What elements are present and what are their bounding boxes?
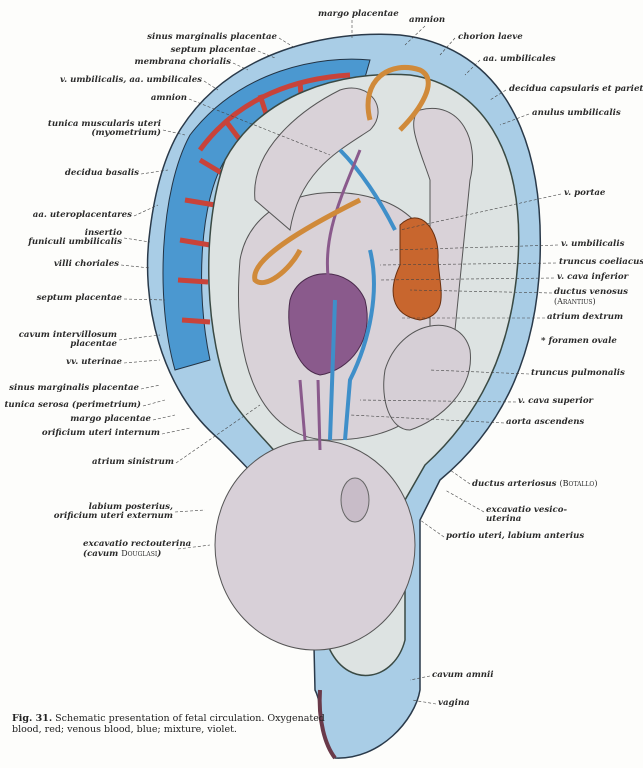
label-aorta-ascendens: aorta ascendens <box>506 417 585 427</box>
label-line-1: ductus arteriosus <box>472 479 557 489</box>
label-line-1: labium posterius, <box>88 502 173 512</box>
label-line-1: tunica muscularis uteri <box>47 119 161 129</box>
label-vagina: vagina <box>438 698 470 708</box>
label-v-cava-superior: v. cava superior <box>518 396 594 406</box>
label-line-1: excavatio rectouterina <box>83 539 192 549</box>
label-excavatio-vesicouterina: excavatio vesico-uterina <box>486 506 567 524</box>
label-orificium-uteri-internum: orificium uteri internum <box>41 428 160 438</box>
label-septum-placentae-2: septum placentae <box>36 293 122 303</box>
caption-text: Schematic presentation of fetal circulat… <box>12 713 325 735</box>
label-anulus-umbilicalis: anulus umbilicalis <box>532 108 621 118</box>
label-line-1: ductus venosus <box>554 287 628 297</box>
label-line-2: (Arantius) <box>554 297 596 306</box>
label-truncus-coeliacus: truncus coeliacus <box>559 257 643 267</box>
fetus-arm <box>383 324 471 431</box>
label-line-2: orificium uteri externum <box>53 511 173 521</box>
label-line-2: uterina <box>486 514 522 524</box>
label-line-1: insertio <box>84 228 122 238</box>
label-cavum-amnii: cavum amnii <box>432 670 494 680</box>
label-v-portae: v. portae <box>564 188 606 198</box>
fetus-head <box>214 439 416 651</box>
label-botallo: (Botallo) <box>559 479 598 488</box>
label-atrium-sinistrum: atrium sinistrum <box>92 457 174 467</box>
label-decidua-basalis: decidua basalis <box>64 168 139 178</box>
label-tunica-serosa: tunica serosa (perimetrium) <box>4 400 141 410</box>
fetus-ear <box>340 477 370 523</box>
label-excavatio-rectouterina: excavatio rectouterina(cavum Douglasi) <box>83 540 191 559</box>
label-amnion-left: amnion <box>150 93 187 103</box>
label-v-umbilicalis-aa-umbilicales: v. umbilicalis, aa. umbilicales <box>59 75 202 85</box>
placenta <box>162 58 371 371</box>
label-douglasi: Douglasi <box>121 549 158 558</box>
label-margo-placentae-top: margo placentae <box>318 9 399 19</box>
label-sinus-marginalis-placentae: sinus marginalis placentae <box>147 32 277 42</box>
label-atrium-dextrum: atrium dextrum <box>547 312 624 322</box>
label-ductus-venosus: ductus venosus(Arantius) <box>554 288 628 307</box>
label-tunica-muscularis-uteri: tunica muscularis uteri(myometrium) <box>48 120 161 138</box>
label-ductus-arteriosus: ductus arteriosus (Botallo) <box>472 479 597 489</box>
label-line-2: (cavum <box>83 549 122 559</box>
vessels-arterial <box>298 149 362 451</box>
label-amnion-top: amnion <box>409 15 446 25</box>
label-septum-placentae: septum placentae <box>170 45 256 55</box>
fetal-heart <box>288 273 368 376</box>
label-vv-uterinae: vv. uterinae <box>66 357 122 367</box>
umbilical-cord <box>252 64 431 286</box>
label-line-2: (myometrium) <box>91 128 161 138</box>
label-line-1: cavum intervillosum <box>18 330 117 340</box>
label-decidua-capsularis: decidua capsularis et parietalis <box>509 84 643 94</box>
fetus-leg-left <box>254 87 379 231</box>
label-membrana-chorialis: membrana chorialis <box>134 57 231 67</box>
label-sinus-marginalis-placentae-2: sinus marginalis placentae <box>9 383 139 393</box>
fetal-liver <box>392 217 442 321</box>
label-line-2: placentae <box>70 339 117 349</box>
label-paren: ) <box>157 549 162 559</box>
label-v-umbilicalis: v. umbilicalis <box>561 239 625 249</box>
label-foramen-ovale: * foramen ovale <box>541 336 617 346</box>
label-chorion-laeve: chorion laeve <box>458 32 523 42</box>
label-truncus-pulmonalis: truncus pulmonalis <box>531 368 625 378</box>
label-v-cava-inferior: v. cava inferior <box>557 272 629 282</box>
vagina <box>317 689 337 760</box>
label-aa-uteroplacentares: aa. uteroplacentares <box>32 210 132 220</box>
figure-caption: Fig. 31. Schematic presentation of fetal… <box>12 713 332 735</box>
label-labium-posterius: labium posterius,orificium uteri externu… <box>54 503 173 521</box>
vessels-venous <box>328 148 397 441</box>
figure-number: Fig. 31. <box>12 713 53 724</box>
label-portio-uteri: portio uteri, labium anterius <box>446 531 585 541</box>
label-line-2: funiculi umbilicalis <box>28 237 122 247</box>
label-villi-choriales: villi choriales <box>53 259 119 269</box>
leader-lines <box>118 20 562 705</box>
label-margo-placentae-left: margo placentae <box>70 414 151 424</box>
label-line-1: excavatio vesico- <box>486 505 568 515</box>
label-aa-umbilicales: aa. umbilicales <box>483 54 556 64</box>
